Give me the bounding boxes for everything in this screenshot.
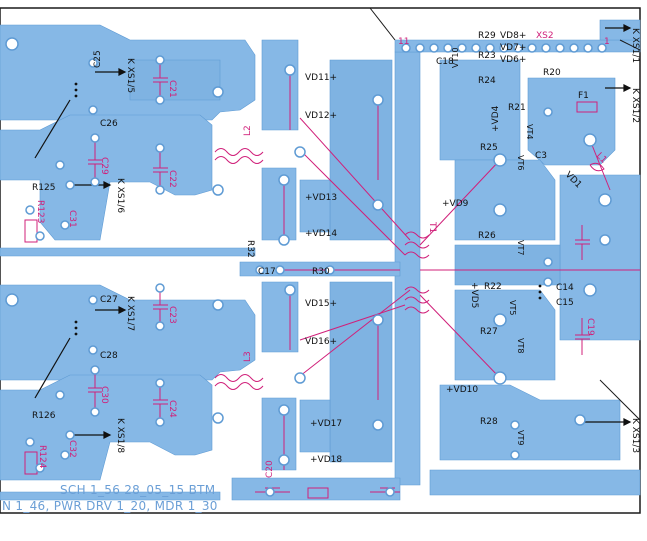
label-l2: L2 <box>243 125 253 136</box>
label-c31: C31 <box>67 210 77 228</box>
label-c21: C21 <box>167 80 177 98</box>
label-c29: C29 <box>99 157 109 175</box>
label-r28: R28 <box>480 417 498 427</box>
label-xs1-5: K XS1/5 <box>125 58 135 93</box>
label-vd6: VD6+ <box>500 55 526 65</box>
label-c24: C24 <box>167 400 177 418</box>
label-r24: R24 <box>478 76 496 86</box>
label-r22: R22 <box>484 282 502 292</box>
board-title-line2: N 1_46, PWR DRV 1_20, MDR 1_30 <box>2 499 218 513</box>
label-r21: R21 <box>508 103 526 113</box>
label-vt4: VT4 <box>525 124 534 139</box>
label-c28: C28 <box>100 351 118 361</box>
label-xs1-1: K XS1/1 <box>630 28 640 63</box>
via-dots <box>74 82 542 336</box>
label-c32: C32 <box>67 440 77 458</box>
label-xs1-7: K XS1/7 <box>125 296 135 331</box>
label-r32: R32 <box>245 240 255 258</box>
label-vd5: +VD5 <box>469 282 479 308</box>
label-xs1-3: K XS1/3 <box>630 418 640 453</box>
label-vd14: +VD14 <box>305 229 337 239</box>
label-xs1-6: K XS1/6 <box>115 178 125 213</box>
label-r25: R25 <box>480 143 498 153</box>
label-c17: C17 <box>258 267 276 277</box>
label-c18: C18 <box>436 57 454 67</box>
label-r124: R124 <box>37 445 47 469</box>
label-xs1-2: K XS1/2 <box>630 88 640 123</box>
label-vd15: VD15+ <box>305 299 337 309</box>
label-vd4: +VD4 <box>491 105 501 132</box>
label-xs1-8: K XS1/8 <box>115 418 125 453</box>
label-vd7: VD7+ <box>500 43 526 53</box>
label-t1: T1 <box>427 221 437 233</box>
label-r125: R125 <box>32 183 55 193</box>
label-r123: R123 <box>35 200 45 223</box>
label-c22: C22 <box>167 170 177 188</box>
label-c3: C3 <box>535 151 547 161</box>
label-c23: C23 <box>167 306 177 324</box>
label-r29: R29 <box>478 31 496 41</box>
label-vd17: +VD17 <box>310 419 342 429</box>
label-c27: C27 <box>100 295 118 305</box>
label-vt6: VT6 <box>516 155 525 170</box>
arrow-layer <box>34 24 632 439</box>
label-r126: R126 <box>32 411 56 421</box>
label-vt5: VT5 <box>508 300 517 315</box>
label-c20: C20 <box>265 460 275 478</box>
edge-lines <box>369 7 641 421</box>
label-r20: R20 <box>543 68 561 78</box>
label-vt7: VT7 <box>516 240 525 255</box>
label-r30: R30 <box>312 267 330 277</box>
label-vd18: +VD18 <box>310 455 342 465</box>
label-vd8: VD8+ <box>500 31 526 41</box>
label-vd11: VD11+ <box>305 73 337 83</box>
label-vd9: +VD9 <box>442 199 469 209</box>
label-c30: C30 <box>99 386 109 404</box>
label-vt9: VT9 <box>516 430 525 445</box>
board-title-line1: SCH 1_56 28_05_15 BTM <box>60 483 215 497</box>
label-c14: C14 <box>556 283 574 293</box>
label-c15: C15 <box>556 298 574 308</box>
label-c19: C19 <box>585 318 595 336</box>
label-c25: C25 <box>93 50 103 68</box>
label-pin1: 1 <box>604 37 610 47</box>
label-pin11: 11 <box>398 37 409 47</box>
label-r27: R27 <box>480 327 498 337</box>
label-vd13: +VD13 <box>305 193 337 203</box>
pad-layer <box>5 37 612 497</box>
label-r23: R23 <box>478 51 496 61</box>
label-vd16: VD16+ <box>305 337 337 347</box>
copper-layer <box>0 19 641 501</box>
label-f1: F1 <box>578 91 589 101</box>
label-vd12: VD12+ <box>305 111 337 121</box>
label-vd10: +VD10 <box>446 385 478 395</box>
label-xs2: XS2 <box>536 31 554 41</box>
label-l3: L3 <box>243 351 253 362</box>
connector-labels: XS2 11 1 K XS1/1 K XS1/2 K XS1/3 K XS1/5… <box>115 28 640 453</box>
label-vt8: VT8 <box>516 338 525 353</box>
label-vt10: VT10 <box>451 47 460 68</box>
label-r26: R26 <box>478 231 496 241</box>
label-c26: C26 <box>100 119 118 129</box>
